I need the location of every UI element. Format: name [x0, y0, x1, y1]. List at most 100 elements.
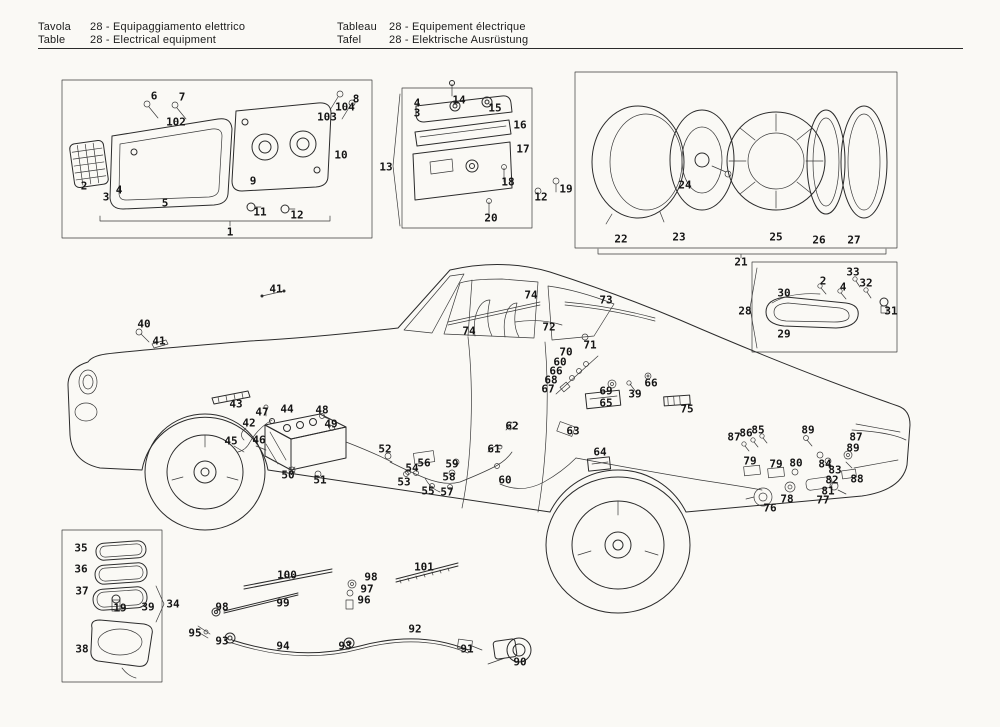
part-label-63: 63: [566, 425, 579, 438]
fusebox-inset: [392, 80, 560, 229]
part-label-53: 53: [397, 476, 410, 489]
part-label-60: 60: [553, 356, 566, 369]
part-label-62: 62: [505, 420, 518, 433]
headlight-inset: [574, 71, 898, 259]
windshield: [403, 273, 465, 334]
part-label-96: 96: [357, 594, 371, 607]
part-label-37: 37: [75, 585, 88, 598]
part-label-80: 80: [789, 457, 802, 470]
header-title-english: 28 - Electrical equipment: [90, 34, 217, 46]
part-label-64: 64: [593, 446, 607, 459]
headlight-lens: [726, 111, 826, 211]
taillight-screws: [143, 90, 356, 120]
wiper-linkage: [224, 632, 469, 657]
part-label-28: 28: [738, 305, 751, 318]
part-label-25: 25: [769, 231, 782, 244]
cowl-components: [487, 355, 652, 453]
part-label-51: 51: [313, 474, 327, 487]
taillight-gasket: [109, 118, 233, 210]
assembly-bracket-28: [749, 267, 758, 349]
courtesy-lens: [95, 540, 147, 561]
regulator-box: [584, 389, 622, 410]
fusebox-cover: [415, 80, 513, 123]
part-label-81: 81: [821, 485, 835, 498]
battery-hardware: [233, 404, 335, 478]
assembly-bracket-21: [597, 248, 887, 259]
courtesy-frame: [94, 562, 148, 585]
part-label-44: 44: [280, 403, 294, 416]
part-label-2: 2: [820, 275, 827, 288]
wiper-arm-left: [211, 592, 299, 617]
part-label-19: 19: [559, 183, 572, 196]
header-label-italian: Tavola: [38, 21, 71, 33]
part-label-94: 94: [276, 640, 290, 653]
sidelamp-body: [765, 293, 859, 329]
header-title-german: 28 - Elektrische Ausrüstung: [389, 34, 529, 46]
assembly-bracket-13: [392, 93, 401, 227]
part-label-69: 69: [599, 385, 612, 398]
part-label-48: 48: [315, 404, 328, 417]
part-label-88: 88: [850, 473, 863, 486]
part-label-45: 45: [224, 435, 237, 448]
part-label-58: 58: [442, 471, 455, 484]
part-label-22: 22: [614, 233, 627, 246]
part-label-36: 36: [74, 563, 88, 576]
part-label-65: 65: [599, 397, 612, 410]
part-label-54: 54: [405, 462, 419, 475]
part-label-87: 87: [849, 431, 862, 444]
sidelamp-inset: [749, 261, 898, 353]
part-label-67: 67: [541, 383, 554, 396]
courtesy-bulb: [111, 594, 121, 612]
junction-box: [586, 456, 612, 472]
door-seams: [461, 336, 548, 513]
wiper-blade-left: [243, 568, 333, 590]
part-label-104: 104: [335, 101, 355, 114]
part-label-33: 33: [846, 266, 859, 279]
courtesy-base: [90, 619, 153, 679]
header-left: Tavola 28 - Equipaggiamento elettrico Ta…: [38, 21, 245, 47]
part-label-4: 4: [116, 184, 123, 197]
sidelamp-screws: [817, 276, 872, 300]
header-row-german: Tafel 28 - Elektrische Ausrüstung: [337, 34, 528, 47]
header-row-english: Table 28 - Electrical equipment: [38, 34, 245, 47]
cowl-wiper-trim: [447, 301, 656, 341]
part-label-38: 38: [75, 643, 88, 656]
part-label-72: 72: [542, 321, 555, 334]
part-label-56: 56: [417, 457, 431, 470]
part-label-26: 26: [812, 234, 826, 247]
part-label-98: 98: [364, 571, 377, 584]
taillight-inset: [61, 79, 373, 239]
part-label-42: 42: [242, 417, 255, 430]
fusebox-lid: [414, 119, 512, 147]
headlight-outer-rim: [840, 105, 888, 219]
part-label-16: 16: [513, 119, 527, 132]
part-label-31: 31: [884, 305, 898, 318]
part-label-89: 89: [846, 442, 859, 455]
part-label-84: 84: [818, 458, 832, 471]
header-title-italian: 28 - Equipaggiamento elettrico: [90, 21, 246, 33]
part-label-6: 6: [151, 90, 158, 103]
part-label-2: 2: [81, 180, 88, 193]
taillight-lens: [69, 139, 109, 189]
assembly-bracket-1: [99, 215, 331, 227]
part-label-90: 90: [513, 656, 526, 669]
part-label-11: 11: [253, 206, 267, 219]
part-label-12: 12: [534, 191, 547, 204]
part-label-74: 74: [462, 325, 476, 338]
wiper-pivot-hardware: [345, 579, 357, 610]
part-label-102: 102: [166, 116, 186, 129]
part-label-4: 4: [840, 281, 847, 294]
part-label-40: 40: [137, 318, 150, 331]
part-label-30: 30: [777, 287, 790, 300]
part-label-5: 5: [162, 197, 169, 210]
part-label-57: 57: [440, 486, 453, 499]
quarter-window: [547, 285, 615, 341]
part-label-55: 55: [421, 485, 434, 498]
rear-components: [741, 423, 907, 507]
part-label-3: 3: [414, 107, 421, 120]
part-label-68: 68: [544, 374, 557, 387]
header-row-french: Tableau 28 - Equipement électrique: [337, 21, 528, 34]
wiring-harness: [237, 419, 763, 493]
